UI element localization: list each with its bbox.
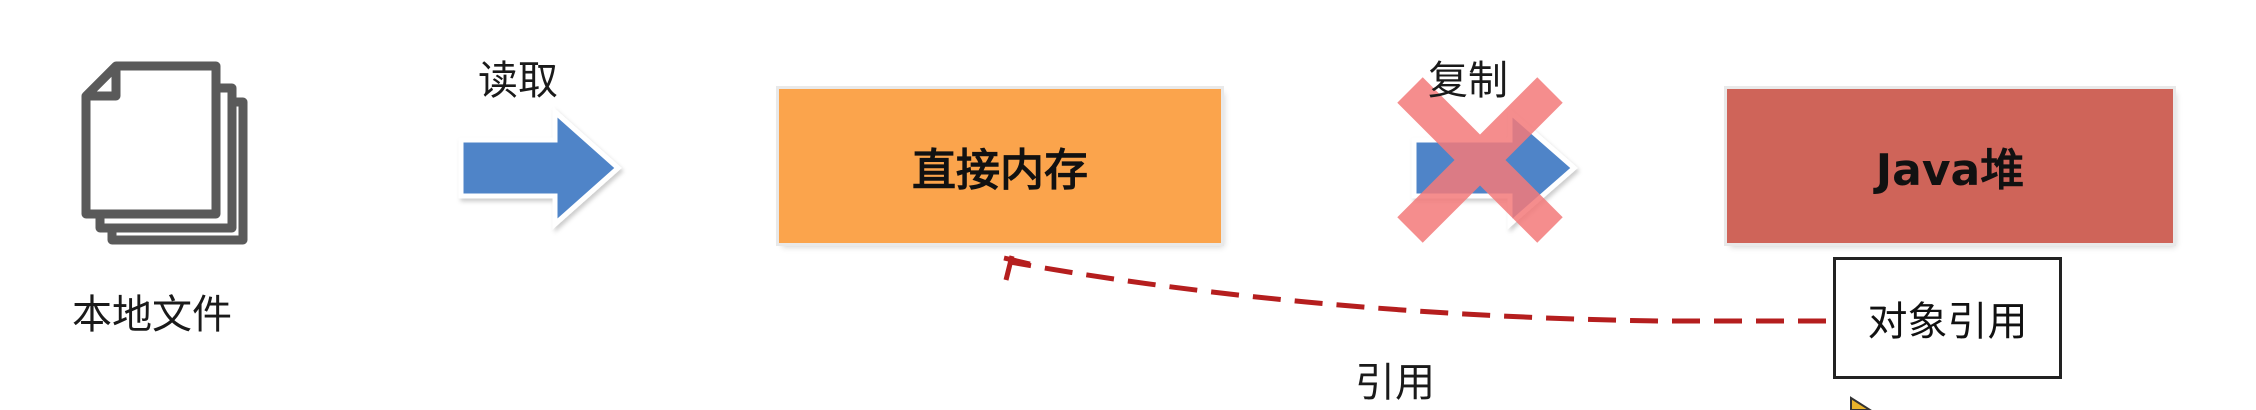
java-heap-label: Java堆: [1875, 145, 2025, 196]
direct-memory-box: 直接内存: [779, 89, 1221, 243]
object-reference-box: 对象引用: [1833, 257, 2062, 379]
java-heap-box: Java堆: [1727, 89, 2173, 243]
reference-label: 引用: [1355, 360, 1435, 406]
object-reference-label: 对象引用: [1867, 299, 2028, 345]
read-label: 读取: [478, 58, 558, 104]
direct-memory-label: 直接内存: [912, 145, 1088, 196]
read-arrow-icon: [458, 106, 622, 230]
stacked-documents-icon: [81, 61, 248, 245]
reference-dashed-arrow: [1003, 255, 1826, 324]
copy-label: 复制: [1428, 58, 1508, 104]
cross-icon: [1397, 77, 1563, 243]
local-file-label: 本地文件: [72, 292, 232, 338]
mouse-pointer-icon: [1850, 396, 1872, 410]
